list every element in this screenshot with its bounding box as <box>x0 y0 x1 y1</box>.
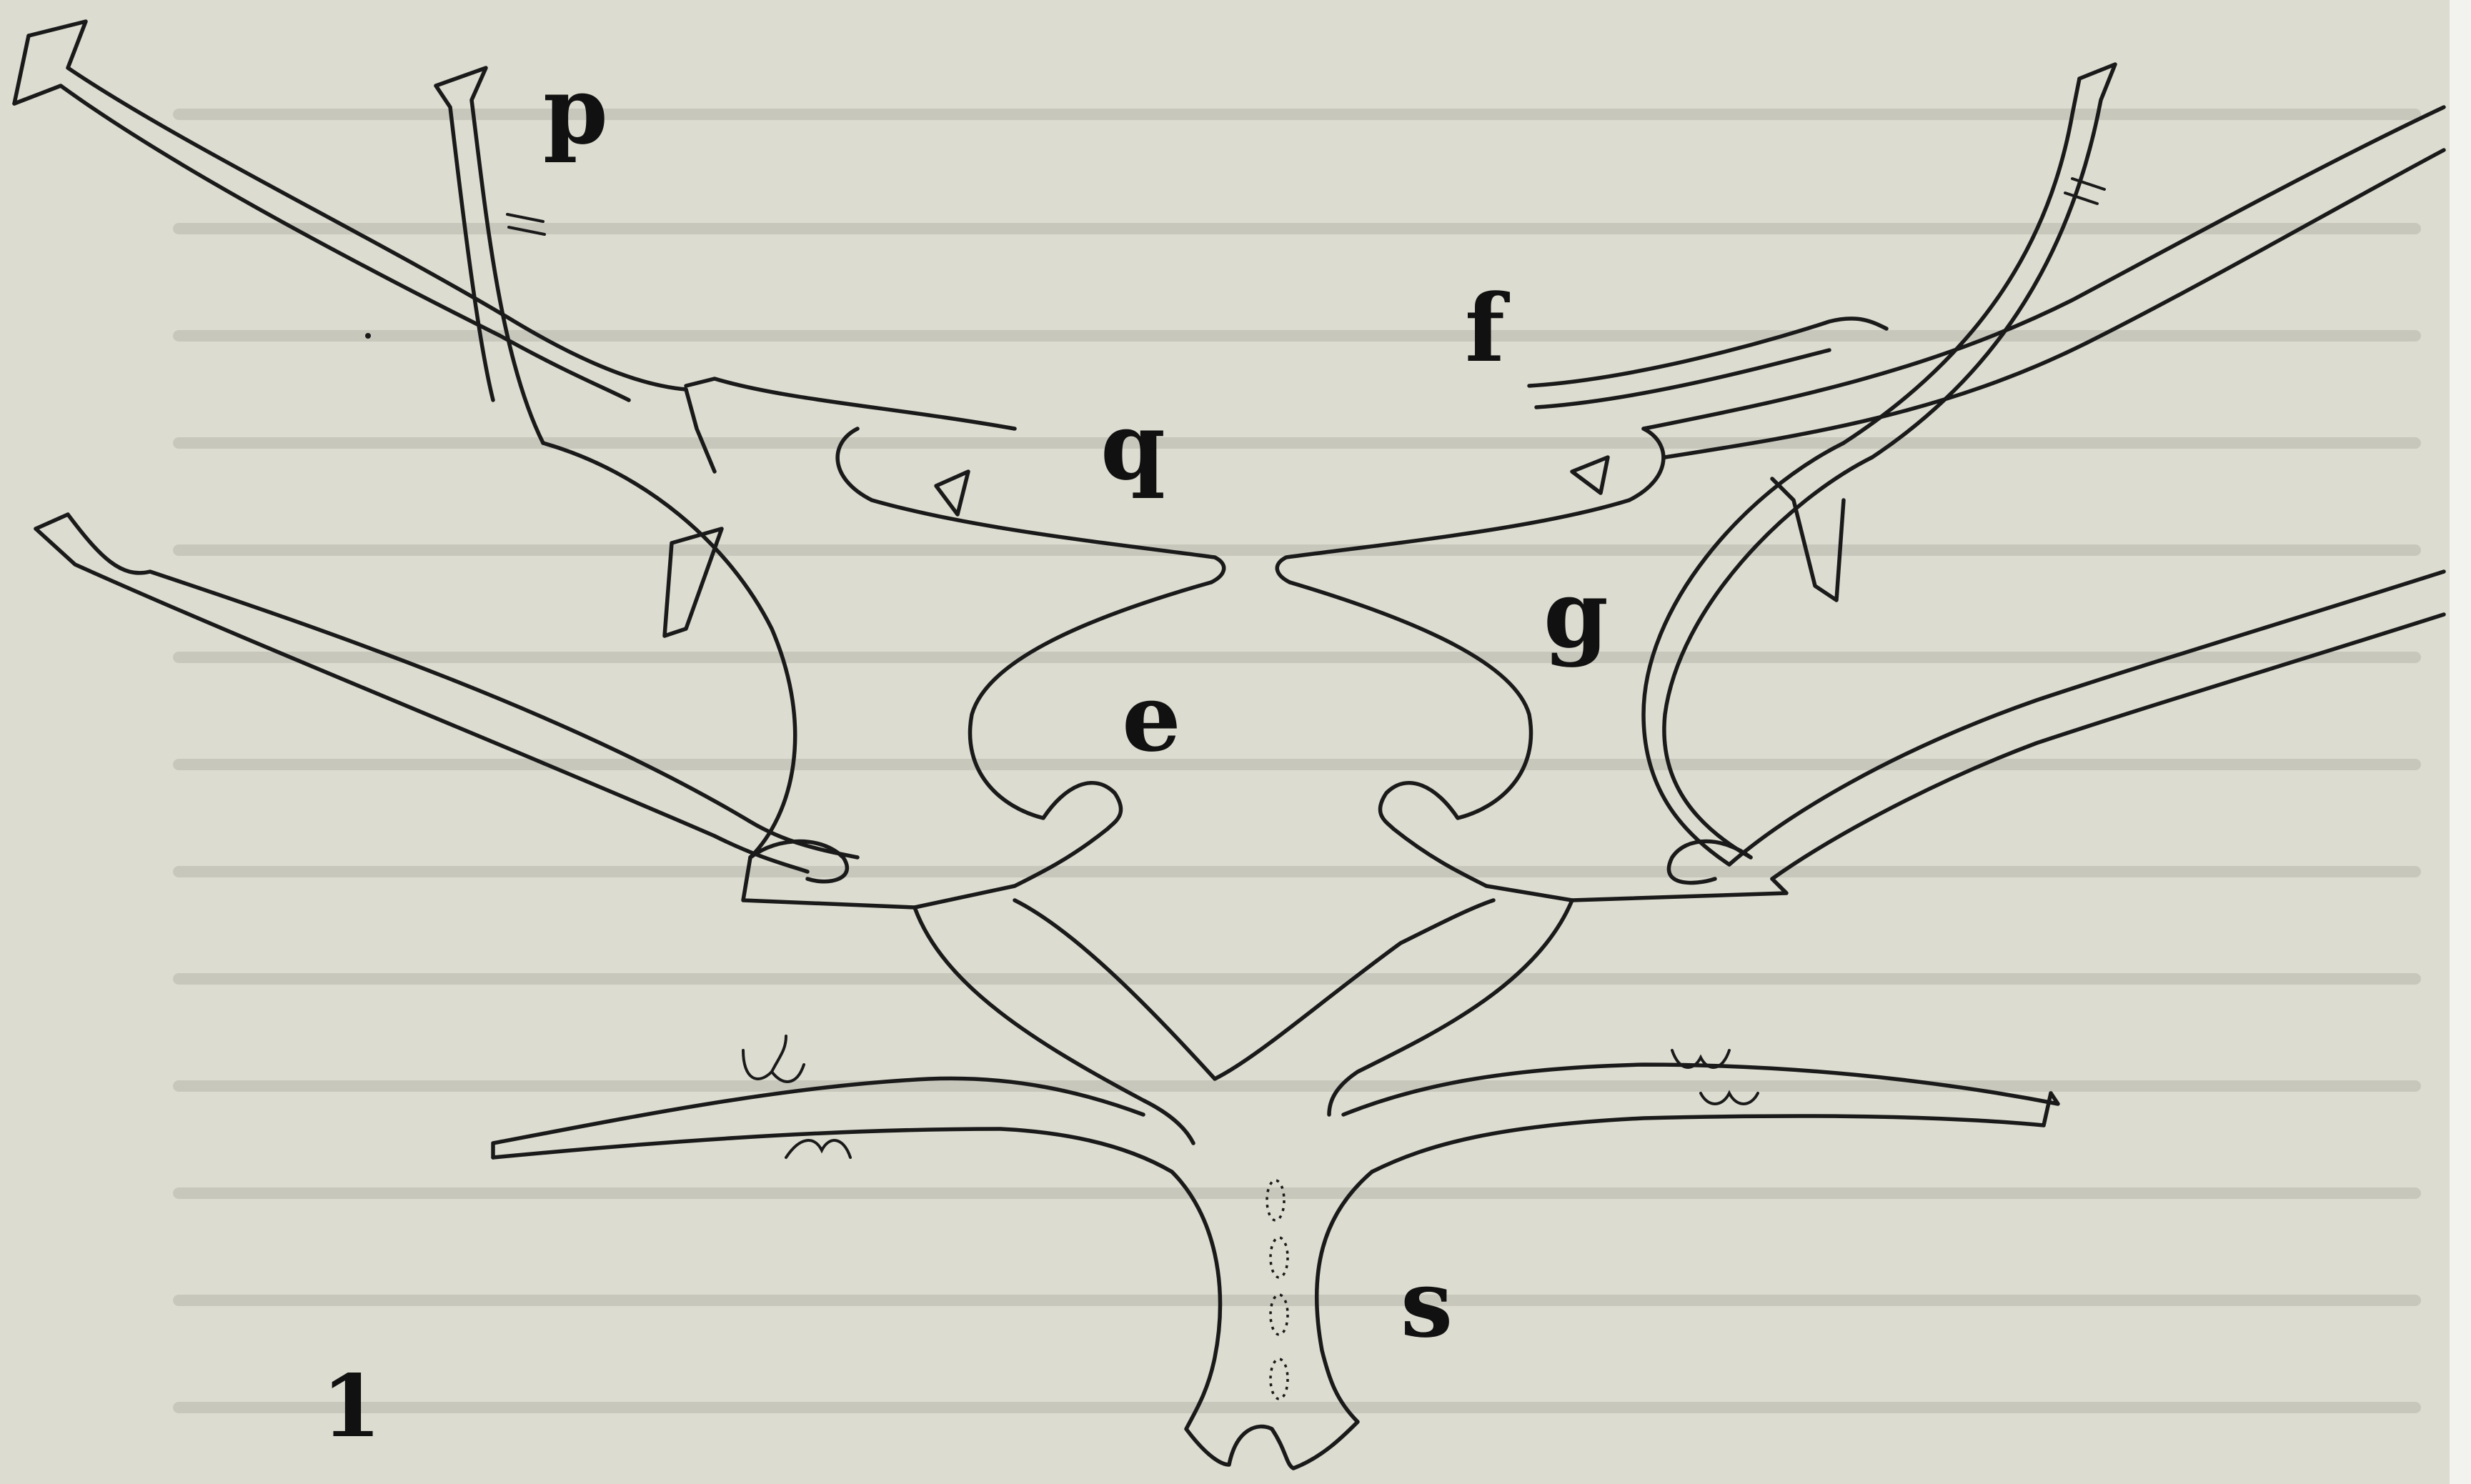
label-g: g <box>1543 559 1609 669</box>
label-p: p <box>543 56 608 165</box>
stray-dot <box>365 333 371 339</box>
label-f: f <box>1465 274 1510 383</box>
page-edge <box>2450 0 2471 1484</box>
figure-number: 1 <box>322 1356 382 1457</box>
label-e: e <box>1122 663 1181 772</box>
label-q: q <box>1100 392 1165 501</box>
label-s: s <box>1401 1249 1453 1358</box>
